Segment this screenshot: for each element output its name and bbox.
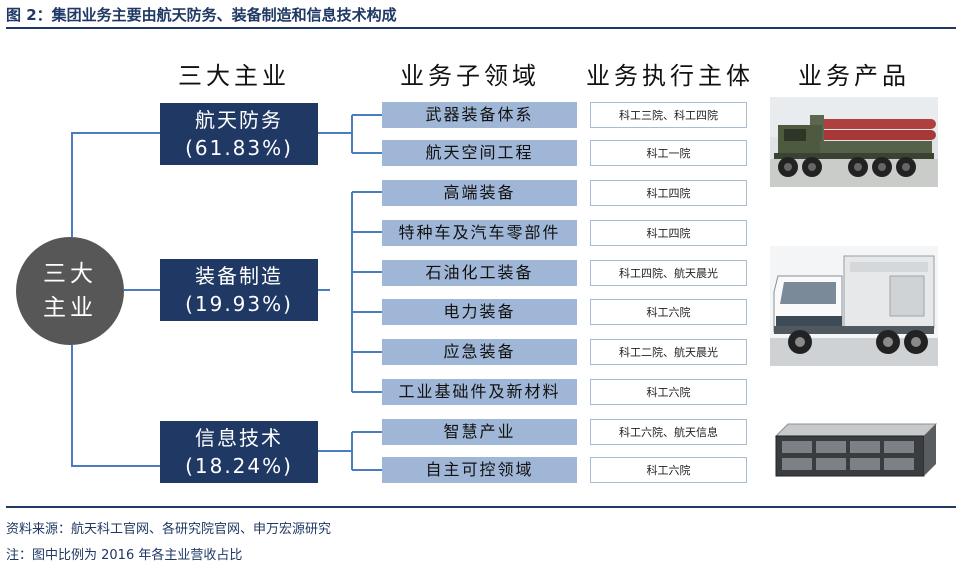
main-name: 装备制造 xyxy=(195,264,283,288)
main-pct: (19.93%) xyxy=(185,292,293,316)
footnote: 注：图中比例为 2016 年各主业营收占比 xyxy=(6,548,243,563)
executor-box: 科工六院 xyxy=(590,457,747,483)
bottom-rule xyxy=(6,506,956,508)
subfield-box: 航天空间工程 xyxy=(382,140,577,166)
server-image xyxy=(770,414,938,480)
main-name: 信息技术 xyxy=(195,426,283,450)
subfield-box: 石油化工装备 xyxy=(382,260,577,286)
main-pct: (61.83%) xyxy=(185,136,293,160)
core-business-circle: 三大 主业 xyxy=(16,237,124,345)
figure-title: 图 2：集团业务主要由航天防务、装备制造和信息技术构成 xyxy=(6,6,397,24)
main-name: 航天防务 xyxy=(195,108,283,132)
executor-box: 科工一院 xyxy=(590,140,747,166)
main-business-infotech: 信息技术 (18.24%) xyxy=(160,421,318,483)
subfield-box: 高端装备 xyxy=(382,180,577,206)
main-business-equipment: 装备制造 (19.93%) xyxy=(160,259,318,321)
top-rule xyxy=(6,27,956,29)
main-business-aerospace-defense: 航天防务 (61.83%) xyxy=(160,103,318,165)
source-note: 资料来源：航天科工官网、各研究院官网、申万宏源研究 xyxy=(6,522,332,537)
header-products: 业务产品 xyxy=(798,62,910,90)
header-main: 三大主业 xyxy=(178,62,290,90)
center-line-2: 主业 xyxy=(43,295,97,321)
main-pct: (18.24%) xyxy=(185,454,293,478)
subfield-box: 自主可控领域 xyxy=(382,457,577,483)
executor-box: 科工四院、航天晨光 xyxy=(590,260,747,286)
subfield-box: 电力装备 xyxy=(382,299,577,325)
missile-launcher-image xyxy=(770,97,938,187)
executor-box: 科工六院、航天信息 xyxy=(590,419,747,445)
subfield-box: 工业基础件及新材料 xyxy=(382,379,577,405)
subfield-box: 武器装备体系 xyxy=(382,102,577,128)
executor-box: 科工六院 xyxy=(590,379,747,405)
subfield-box: 智慧产业 xyxy=(382,419,577,445)
executor-box: 科工四院 xyxy=(590,180,747,206)
executor-box: 科工二院、航天晨光 xyxy=(590,339,747,365)
executor-box: 科工三院、科工四院 xyxy=(590,102,747,128)
header-exe: 业务执行主体 xyxy=(586,62,754,90)
subfield-box: 应急装备 xyxy=(382,339,577,365)
executor-box: 科工四院 xyxy=(590,220,747,246)
utility-truck-image xyxy=(770,246,938,366)
subfield-box: 特种车及汽车零部件 xyxy=(382,220,577,246)
header-sub: 业务子领域 xyxy=(400,62,540,90)
executor-box: 科工六院 xyxy=(590,299,747,325)
center-line-1: 三大 xyxy=(43,261,97,287)
